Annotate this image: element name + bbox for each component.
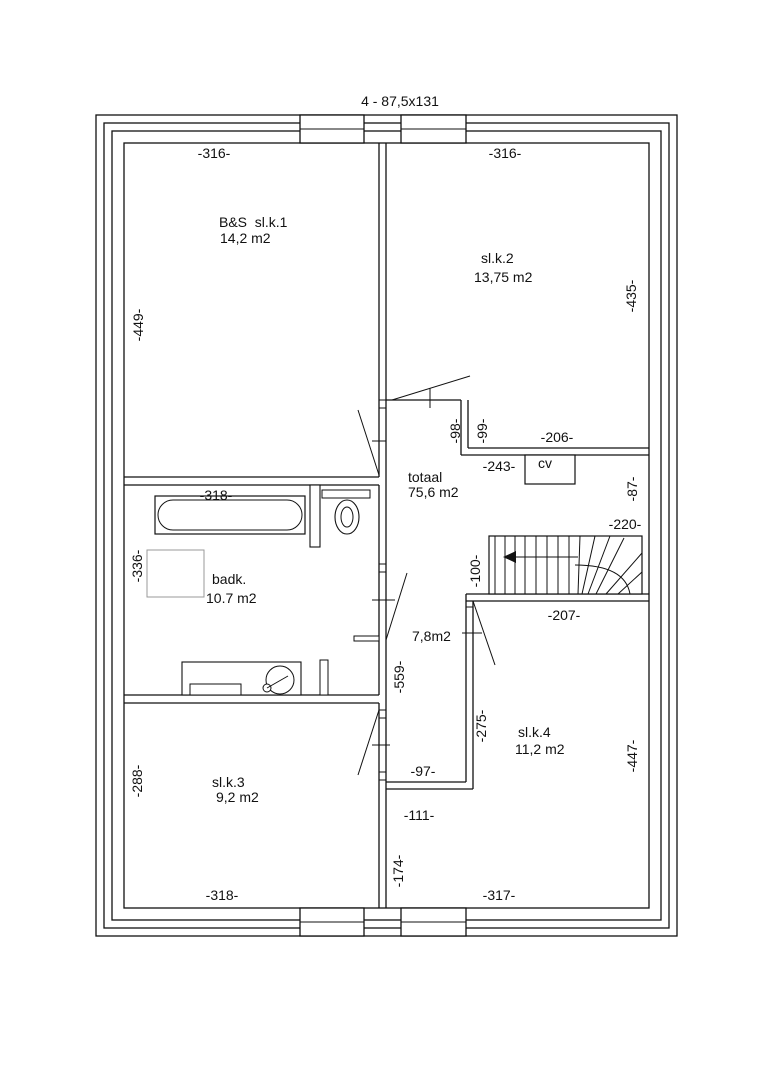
staircase-icon xyxy=(488,535,643,595)
total-area: 75,6 m2 xyxy=(408,484,459,500)
window-bottom-left xyxy=(299,907,365,937)
room-name-bedroom4: sl.k.4 xyxy=(518,724,551,740)
dim-wall-243: -243- xyxy=(483,458,516,474)
dim-wall-111: -111- xyxy=(404,807,435,823)
dim-top-left: -316- xyxy=(198,145,231,161)
dim-wall-206: -206- xyxy=(541,429,574,445)
door-bedroom3 xyxy=(357,709,390,776)
room-name-bathroom: badk. xyxy=(212,571,246,587)
dim-small-98: -98- xyxy=(447,418,463,443)
dim-left-288: -288- xyxy=(129,764,145,797)
dim-stair-100: -100- xyxy=(467,554,483,587)
dim-wall-207: -207- xyxy=(548,607,581,623)
room-name-bedroom1: B&S sl.k.1 xyxy=(219,214,288,230)
window-top-left xyxy=(299,114,365,144)
window-top-right xyxy=(400,114,467,144)
room-area-bedroom4: 11,2 m2 xyxy=(515,741,565,757)
door-bedroom2 xyxy=(391,375,471,408)
sink-icon xyxy=(181,659,329,696)
cv-box xyxy=(524,454,576,485)
room-area-bedroom3: 9,2 m2 xyxy=(216,789,259,805)
dim-wall-97: -97- xyxy=(411,763,436,779)
room-area-bedroom2: 13,75 m2 xyxy=(474,269,533,285)
dim-bed4-275: -275- xyxy=(473,709,489,742)
dim-left-449: -449- xyxy=(130,308,146,341)
dim-bottom-left: -318- xyxy=(206,887,239,903)
wall-ticks xyxy=(378,399,474,781)
dim-hall-559: -559- xyxy=(391,660,407,693)
room-name-bedroom3: sl.k.3 xyxy=(212,774,245,790)
room-area-bathroom: 10.7 m2 xyxy=(206,590,257,606)
window-bottom-right xyxy=(400,907,467,937)
dim-bath-336: -336- xyxy=(129,549,145,582)
toilet-icon xyxy=(309,484,371,548)
room-area-landing: 7,8m2 xyxy=(412,628,451,644)
plan-title: 4 - 87,5x131 xyxy=(361,93,439,109)
dim-right-447: -447- xyxy=(624,739,640,772)
dim-stair-220: -220- xyxy=(609,516,642,532)
shower-icon xyxy=(146,549,205,598)
dim-hall-174: -174- xyxy=(390,854,406,887)
dim-bottom-right: -317- xyxy=(483,887,516,903)
dim-top-right: -316- xyxy=(489,145,522,161)
door-bedroom4 xyxy=(462,600,496,666)
room-name-bedroom2: sl.k.2 xyxy=(481,250,514,266)
total-label: totaal xyxy=(408,469,442,485)
dim-small-99: -99- xyxy=(474,418,490,443)
dim-bath-318: -318- xyxy=(200,487,233,503)
door-bathroom xyxy=(353,572,408,642)
door-bedroom1 xyxy=(357,409,386,476)
cv-label: cv xyxy=(538,455,552,471)
dim-right-87: -87- xyxy=(624,476,640,501)
bathtub-icon xyxy=(154,495,306,535)
room-area-bedroom1: 14,2 m2 xyxy=(220,230,271,246)
dim-right-435: -435- xyxy=(623,279,639,312)
